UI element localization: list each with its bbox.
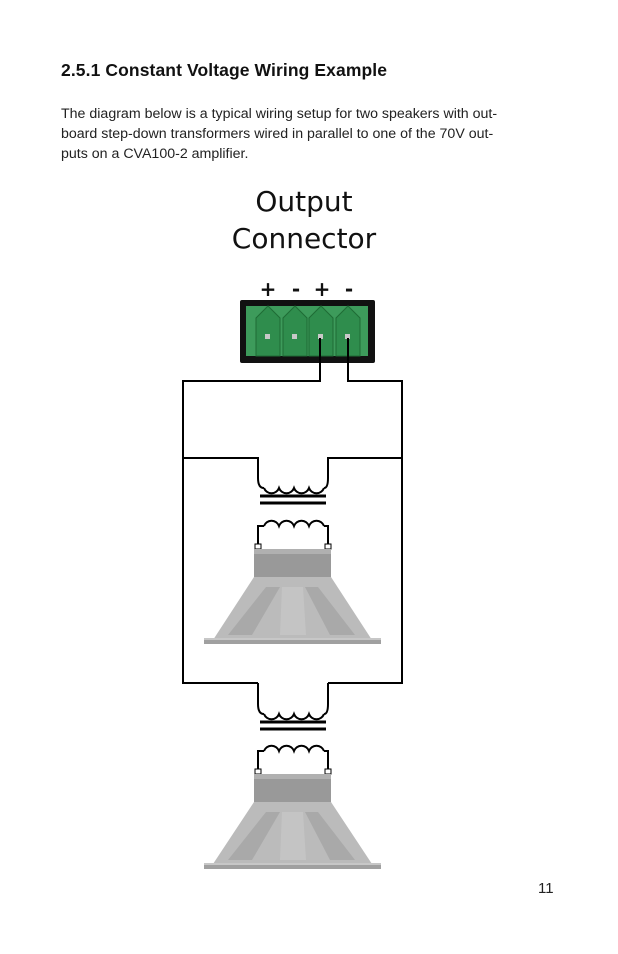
section-heading: 2.5.1 Constant Voltage Wiring Example <box>61 60 388 80</box>
page-number: 11 <box>538 880 554 897</box>
intro-line: puts on a CVA100-2 amplifier. <box>61 146 249 162</box>
polarity-label: + <box>314 277 331 301</box>
diagram-title-line1: Output <box>255 185 352 218</box>
polarity-label: - <box>292 277 300 301</box>
transformer-1 <box>254 477 332 550</box>
connector-terminal <box>255 305 281 357</box>
connector-terminal <box>335 305 361 357</box>
connector-terminal <box>282 305 308 357</box>
intro-line: The diagram below is a typical wiring se… <box>61 106 498 122</box>
polarity-label: - <box>345 277 353 301</box>
intro-line: board step-down transformers wired in pa… <box>61 126 494 142</box>
speaker-1 <box>204 549 381 644</box>
transformer-2 <box>254 703 332 775</box>
connector-terminal <box>308 305 334 357</box>
intro-paragraph: The diagram below is a typical wiring se… <box>61 104 561 164</box>
diagram-title-line2: Connector <box>232 222 377 255</box>
output-connector <box>240 300 375 363</box>
polarity-label: + <box>260 277 277 301</box>
wiring <box>182 338 403 704</box>
speaker-2 <box>204 774 381 869</box>
